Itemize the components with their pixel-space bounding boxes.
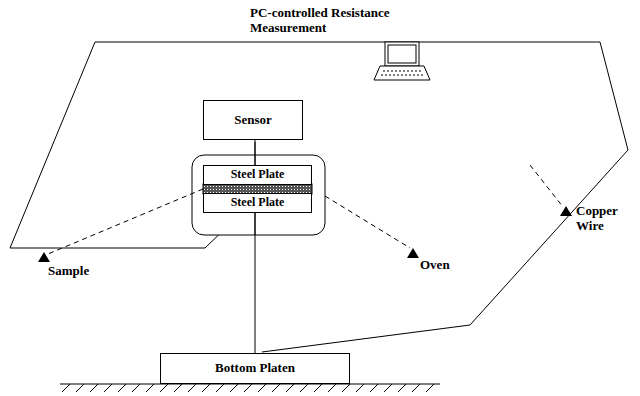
rod-connector: [255, 140, 256, 165]
labeled-box: Sensor: [203, 100, 303, 140]
box-label: Bottom Platen: [215, 361, 295, 375]
labeled-box: Bottom Platen: [160, 353, 350, 384]
box-label: Sensor: [234, 113, 272, 127]
ground-hatch: [60, 384, 440, 392]
annotation-label: Oven: [420, 258, 470, 273]
box-label: Steel Plate: [231, 168, 285, 181]
copper-wire: [10, 42, 628, 352]
leader-markers: [38, 206, 572, 262]
laptop-icon: [374, 42, 430, 80]
box-label: Steel Plate: [231, 196, 285, 209]
oven-chamber: [192, 155, 325, 235]
annotation-label: PC-controlled Resistance Measurement: [250, 6, 425, 36]
labeled-box: Steel Plate: [203, 193, 312, 213]
annotation-label: Sample: [48, 264, 108, 279]
rod-connector: [255, 213, 256, 353]
labeled-box: Steel Plate: [203, 165, 312, 185]
annotation-label: Copper Wire: [576, 204, 638, 234]
leader-lines: [48, 165, 563, 254]
